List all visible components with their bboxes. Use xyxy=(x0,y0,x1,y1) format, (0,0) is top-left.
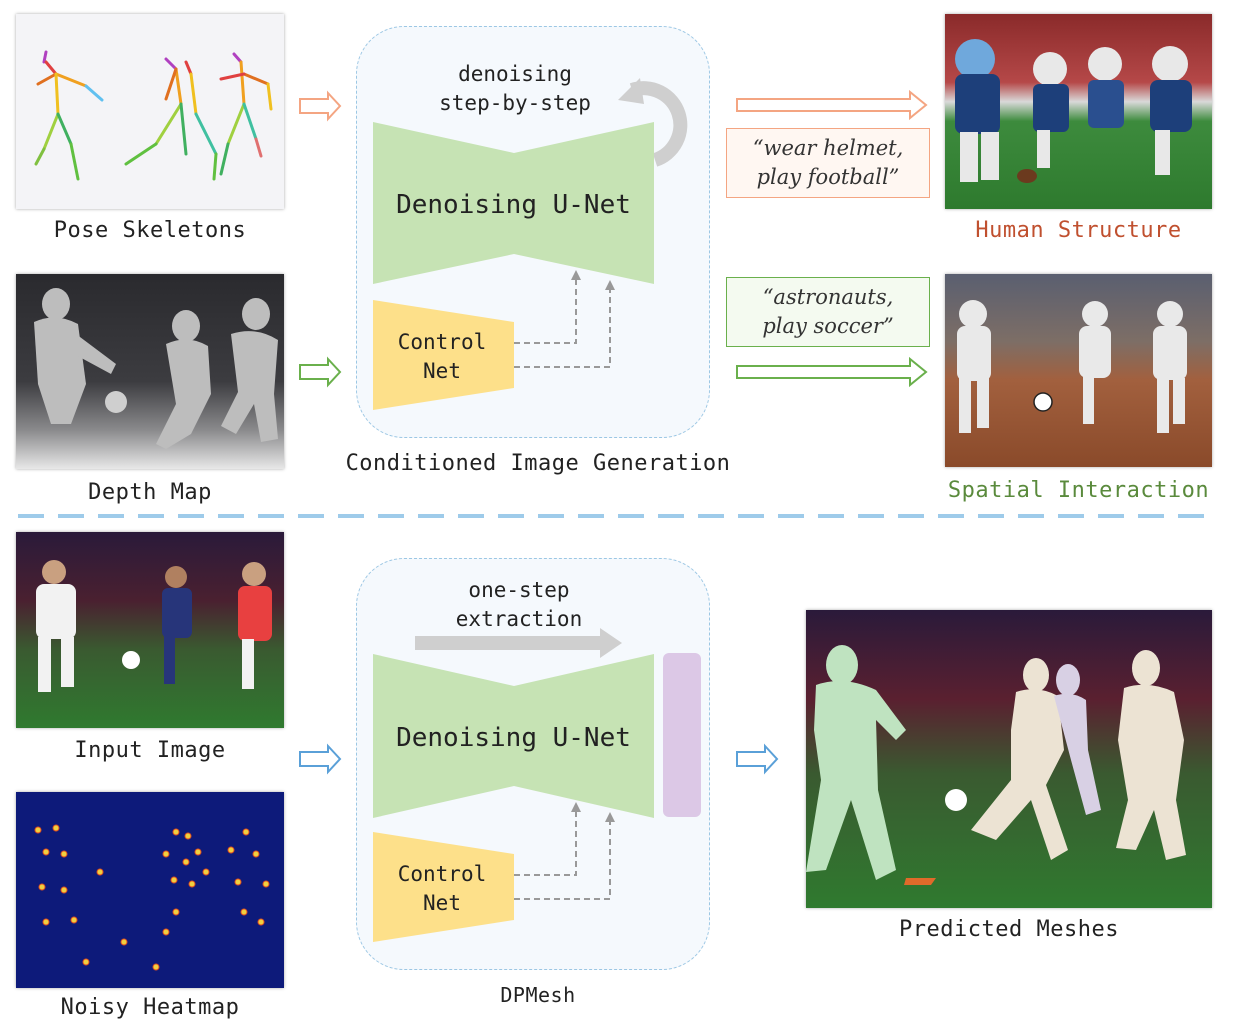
conditioned-generation-caption: Conditioned Image Generation xyxy=(345,451,731,476)
unet-shape-bottom xyxy=(373,654,654,818)
arrow-pose-to-panel xyxy=(299,90,342,122)
controlnet-label-top: Control Net xyxy=(397,330,487,383)
predicted-meshes-image xyxy=(806,610,1212,908)
human-structure-caption: Human Structure xyxy=(975,218,1182,243)
input-image xyxy=(16,532,284,728)
arrow-panel-to-spatial-interaction xyxy=(736,356,928,388)
controlnet-shape-top xyxy=(373,300,514,410)
spatial-interaction-caption: Spatial Interaction xyxy=(947,478,1210,503)
arrow-inputs-to-dpmesh xyxy=(299,743,342,775)
arrow-depth-to-panel xyxy=(299,356,342,388)
noisy-heatmap-image xyxy=(16,792,284,988)
football-output-image xyxy=(945,14,1212,209)
depth-map-image xyxy=(16,274,284,469)
unet-label-top: Denoising U-Net xyxy=(396,190,631,220)
one-step-label: one-step extraction xyxy=(455,578,583,631)
feature-block xyxy=(663,653,701,817)
one-step-arrow xyxy=(415,628,622,658)
dpmesh-caption: DPMesh xyxy=(500,983,576,1007)
loop-arrow-icon xyxy=(629,81,688,167)
denoising-step-label: denoising step-by-step xyxy=(439,62,591,115)
pose-skeletons-caption: Pose Skeletons xyxy=(53,218,247,243)
unet-label-bottom: Denoising U-Net xyxy=(396,723,631,753)
astronaut-output-image xyxy=(945,274,1212,467)
noisy-heatmap-caption: Noisy Heatmap xyxy=(60,995,240,1020)
depth-map-caption: Depth Map xyxy=(88,480,212,505)
prompt-box-astronauts: “astronauts, play soccer” xyxy=(726,277,930,347)
arrow-dpmesh-to-meshes xyxy=(736,743,779,775)
predicted-meshes-caption: Predicted Meshes xyxy=(899,917,1119,942)
controlnet-label-bottom: Control Net xyxy=(397,862,487,915)
pose-skeletons-image xyxy=(16,14,284,209)
unet-shape-top xyxy=(373,122,654,284)
input-image-caption: Input Image xyxy=(74,738,226,763)
arrow-panel-to-human-structure xyxy=(736,89,928,121)
controlnet-shape-bottom xyxy=(373,832,514,942)
prompt-box-football: “wear helmet, play football” xyxy=(726,128,930,198)
